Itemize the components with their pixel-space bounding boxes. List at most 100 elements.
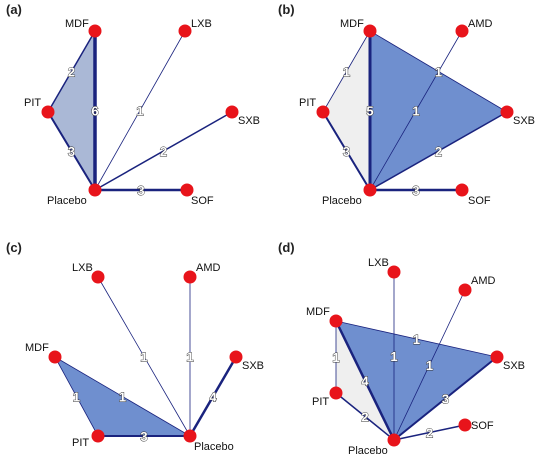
edge-mdf-sxb: [335, 320, 498, 358]
edge-count-label: 3: [343, 144, 350, 159]
edge-sxb-placebo: [393, 356, 498, 441]
edge-count-label: 3: [140, 429, 147, 444]
edge-count-label: 2: [361, 410, 368, 425]
panel-label: (c): [6, 240, 22, 255]
closed-loop-triangle: [323, 31, 370, 190]
node-sxb: [500, 105, 514, 119]
edge-count-label: 1: [140, 350, 147, 365]
node-label-mdf: MDF: [65, 18, 89, 30]
edge-mdf-placebo: [334, 319, 396, 442]
node-pit: [329, 386, 343, 400]
edge-lxb-placebo: [97, 276, 191, 437]
node-label-sof: SOF: [191, 195, 214, 207]
edge-count-label: 1: [413, 332, 420, 347]
edge-count-label: 5: [366, 104, 373, 119]
node-label-placebo: Placebo: [348, 445, 388, 457]
node-label-lxb: LXB: [72, 262, 93, 274]
edge-sxb-placebo: [188, 355, 238, 438]
node-sof: [455, 183, 469, 197]
node-label-mdf: MDF: [340, 18, 364, 30]
node-mdf: [329, 314, 343, 328]
node-label-lxb: LXB: [368, 257, 389, 269]
edge-lxb-placebo: [94, 30, 186, 191]
panel-label: (d): [278, 240, 295, 255]
edge-pit-placebo: [335, 392, 395, 441]
edge-count-label: 1: [412, 104, 419, 119]
closed-loop-triangle: [370, 31, 507, 190]
node-label-sxb: SXB: [242, 360, 264, 372]
node-label-sof: SOF: [471, 420, 494, 432]
node-label-pit: PIT: [299, 97, 316, 109]
node-placebo: [387, 433, 401, 447]
edge-mdf-placebo: [54, 356, 191, 437]
edge-count-label: 1: [435, 65, 442, 80]
node-label-sxb: SXB: [513, 115, 535, 127]
edge-count-label: 1: [186, 350, 193, 365]
node-label-mdf: MDF: [25, 342, 49, 354]
edge-count-label: 3: [68, 144, 75, 159]
node-label-sxb: SXB: [503, 360, 525, 372]
panel-label: (b): [278, 2, 295, 17]
edge-count-label: 2: [68, 65, 75, 80]
edge-sxb-placebo: [369, 111, 508, 191]
edge-count-label: 1: [426, 358, 433, 373]
node-label-lxb: LXB: [191, 18, 212, 30]
node-label-placebo: Placebo: [47, 195, 87, 207]
node-lxb: [387, 265, 401, 279]
edge-amd-placebo: [369, 30, 463, 191]
edge-pit-placebo: [47, 111, 96, 191]
node-label-placebo: Placebo: [322, 195, 362, 207]
node-label-placebo: Placebo: [194, 441, 234, 453]
node-pit: [41, 105, 55, 119]
edge-sxb-placebo: [94, 111, 233, 191]
edge-mdf-pit: [54, 356, 99, 437]
node-label-pit: PIT: [312, 396, 329, 408]
node-sof: [458, 418, 472, 432]
node-sof: [180, 183, 194, 197]
edge-count-label: 4: [361, 374, 369, 389]
node-amd: [455, 24, 469, 38]
node-label-amd: AMD: [471, 275, 496, 287]
node-sxb: [229, 350, 243, 364]
edge-count-label: 6: [91, 104, 98, 119]
node-label-mdf: MDF: [306, 306, 330, 318]
node-label-pit: PIT: [24, 97, 41, 109]
node-placebo: [183, 429, 197, 443]
node-mdf: [48, 350, 62, 364]
edge-count-label: 2: [426, 426, 433, 441]
node-label-sxb: SXB: [238, 115, 260, 127]
edge-sof-placebo: [393, 424, 466, 441]
node-mdf: [88, 24, 102, 38]
edge-count-label: 3: [442, 392, 449, 407]
edge-mdf-pit: [47, 30, 96, 113]
edge-count-label: 1: [390, 349, 397, 364]
edge-count-label: 2: [160, 144, 167, 159]
panel-label: (a): [6, 2, 22, 17]
node-amd: [183, 270, 197, 284]
edge-count-label: 3: [137, 183, 144, 198]
node-lxb: [91, 270, 105, 284]
node-amd: [458, 283, 472, 297]
node-label-sof: SOF: [468, 195, 491, 207]
node-label-amd: AMD: [196, 262, 221, 274]
edge-count-label: 1: [332, 350, 339, 365]
edge-count-label: 1: [119, 390, 126, 405]
edge-mdf-pit: [322, 30, 371, 113]
node-label-amd: AMD: [468, 18, 493, 30]
node-pit: [91, 429, 105, 443]
edge-count-label: 1: [73, 390, 80, 405]
edge-count-label: 2: [435, 144, 442, 159]
node-sxb: [225, 105, 239, 119]
node-label-pit: PIT: [72, 437, 89, 449]
node-placebo: [88, 183, 102, 197]
node-sxb: [490, 350, 504, 364]
node-placebo: [363, 183, 377, 197]
closed-loop-triangle: [336, 321, 497, 440]
edge-amd-placebo: [393, 289, 466, 441]
edge-pit-placebo: [322, 111, 371, 191]
node-mdf: [363, 24, 377, 38]
